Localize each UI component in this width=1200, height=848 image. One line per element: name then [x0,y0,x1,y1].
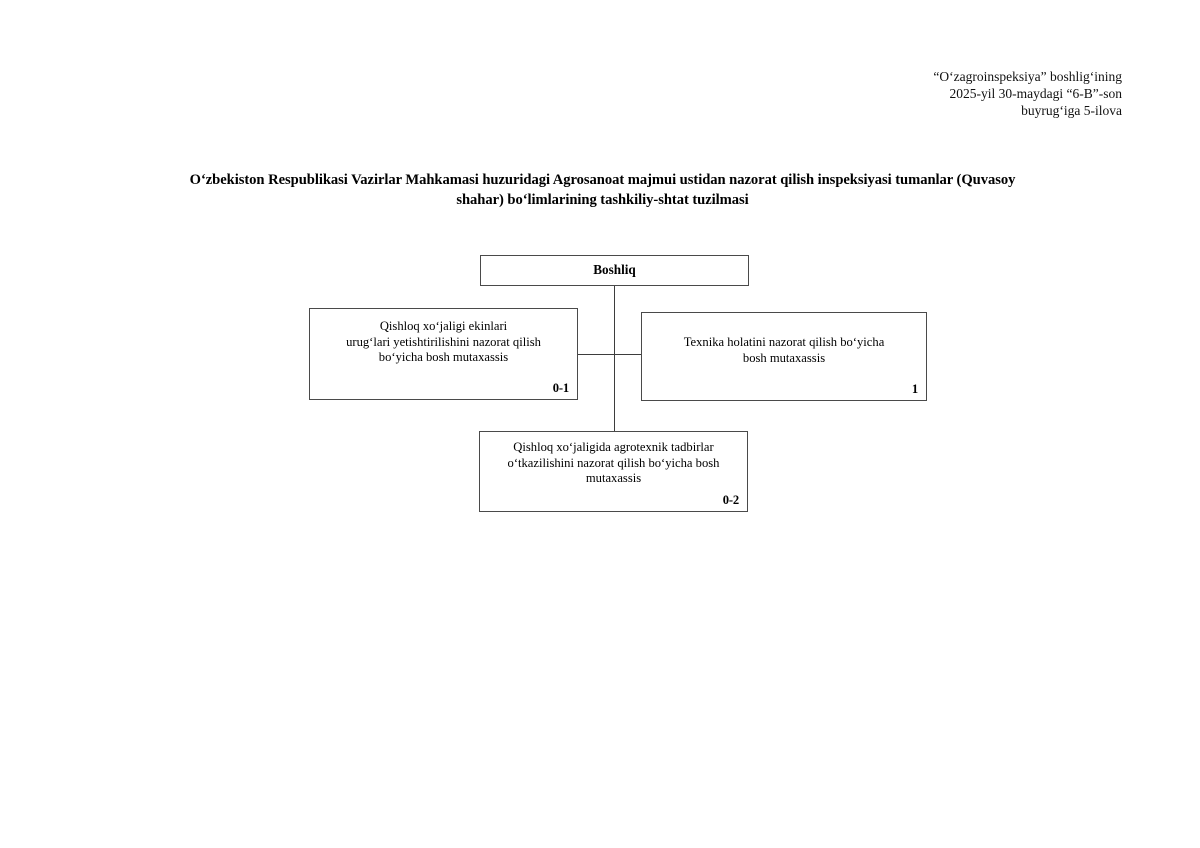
org-node-left[interactable]: Qishloq xo‘jaligi ekinlari urug‘lari yet… [309,308,578,400]
org-node-bottom[interactable]: Qishloq xo‘jaligida agrotexnik tadbirlar… [479,431,748,512]
org-node-left-label-line-3: bo‘yicha bosh mutaxassis [378,350,509,365]
org-node-left-label-line-2: urug‘lari yetishtirilishini nazorat qili… [346,334,541,349]
org-node-left-label: Qishloq xo‘jaligi ekinlari urug‘lari yet… [316,319,571,366]
page-title-line-2: tumanlar (Quvasoy shahar) bo‘limlarining… [456,172,1016,208]
page-title-line-1: O‘zbekiston Respublikasi Vazirlar Mahkam… [189,172,892,188]
org-node-right[interactable]: Texnika holatini nazorat qilish bo‘yicha… [641,312,927,401]
org-node-bottom-label-line-2: o‘tkazilishini nazorat qilish bo‘yicha b… [507,455,720,470]
org-node-left-count: 0-1 [552,381,569,395]
connector-root-trunk [613,286,615,431]
org-node-bottom-count: 0-2 [722,493,739,507]
org-node-right-label: Texnika holatini nazorat qilish bo‘yicha… [648,335,920,366]
org-node-bottom-label-line-3: mutaxassis [585,471,642,486]
approval-note-line-1: “O‘zagroinspeksiya” boshlig‘ining [933,69,1122,84]
connector-to-right-node [613,354,642,356]
connector-to-left-node [578,354,614,356]
org-node-right-count: 1 [911,382,918,396]
approval-note-line-3: buyrug‘iga 5-ilova [1021,103,1122,118]
org-node-left-label-line-1: Qishloq xo‘jaligi ekinlari [379,319,508,333]
org-node-right-label-line-1: Texnika holatini nazorat qilish bo‘yicha [683,335,885,349]
approval-note-line-2: 2025-yil 30-maydagi “6-B”-son [949,86,1122,101]
org-node-root[interactable]: Boshliq [480,255,749,286]
org-node-right-label-line-2: bosh mutaxassis [742,350,826,365]
page-title: O‘zbekiston Respublikasi Vazirlar Mahkam… [175,170,1030,210]
approval-note: “O‘zagroinspeksiya” boshlig‘ining 2025-y… [702,68,1122,119]
org-node-bottom-label-line-1: Qishloq xo‘jaligida agrotexnik tadbirlar [513,440,714,454]
org-node-bottom-label: Qishloq xo‘jaligida agrotexnik tadbirlar… [486,440,741,487]
org-node-root-label: Boshliq [593,262,636,277]
